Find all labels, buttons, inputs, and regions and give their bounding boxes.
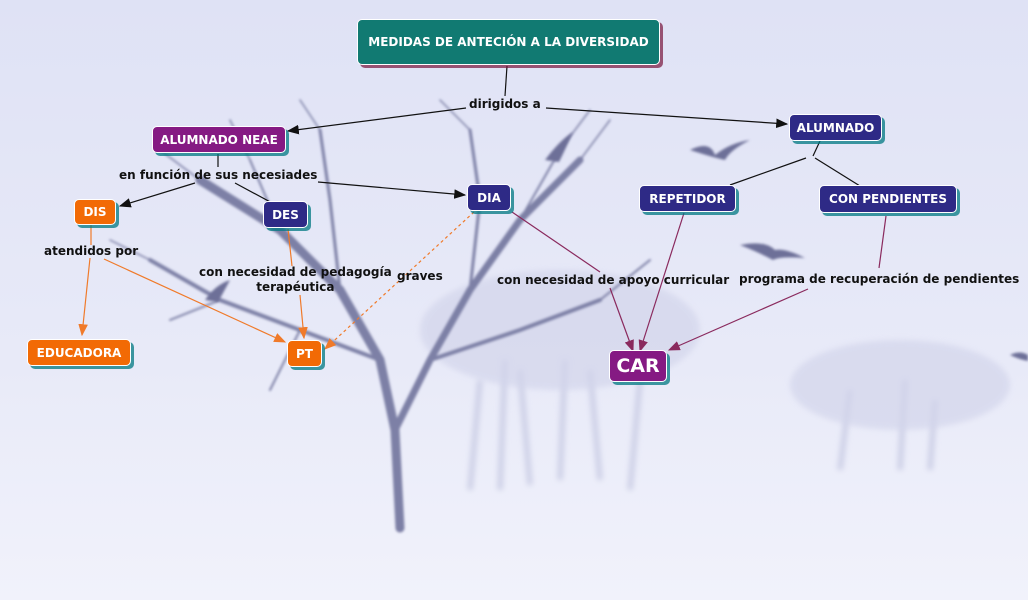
- educadora-node[interactable]: EDUCADORA: [27, 339, 131, 366]
- dis-node[interactable]: DIS: [74, 199, 116, 225]
- alumnado-node[interactable]: ALUMNADO: [789, 114, 882, 141]
- label-pedagogia-terapeutica: con necesidad de pedagogía terapéutica: [199, 265, 392, 294]
- distant-trees: [467, 359, 938, 491]
- label-programa-recuperacion: programa de recuperación de pendientes: [739, 272, 1020, 286]
- label-graves: graves: [397, 269, 443, 283]
- car-node[interactable]: CAR: [609, 350, 667, 382]
- repetidor-node[interactable]: REPETIDOR: [639, 185, 736, 212]
- root-node[interactable]: MEDIDAS DE ANTECIÓN A LA DIVERSIDAD: [357, 19, 660, 65]
- label-en-funcion: en función de sus necesiades: [119, 168, 318, 182]
- label-atendidos-por: atendidos por: [44, 244, 139, 258]
- label-apoyo-curricular: con necesidad de apoyo curricular: [497, 273, 730, 287]
- label-dirigidos-a: dirigidos a: [469, 97, 541, 111]
- alumnado-neae-node[interactable]: ALUMNADO NEAE: [152, 126, 286, 153]
- con-pendientes-node[interactable]: CON PENDIENTES: [819, 185, 957, 213]
- dia-node[interactable]: DIA: [467, 184, 511, 211]
- pt-node[interactable]: PT: [287, 340, 322, 367]
- des-node[interactable]: DES: [263, 201, 308, 228]
